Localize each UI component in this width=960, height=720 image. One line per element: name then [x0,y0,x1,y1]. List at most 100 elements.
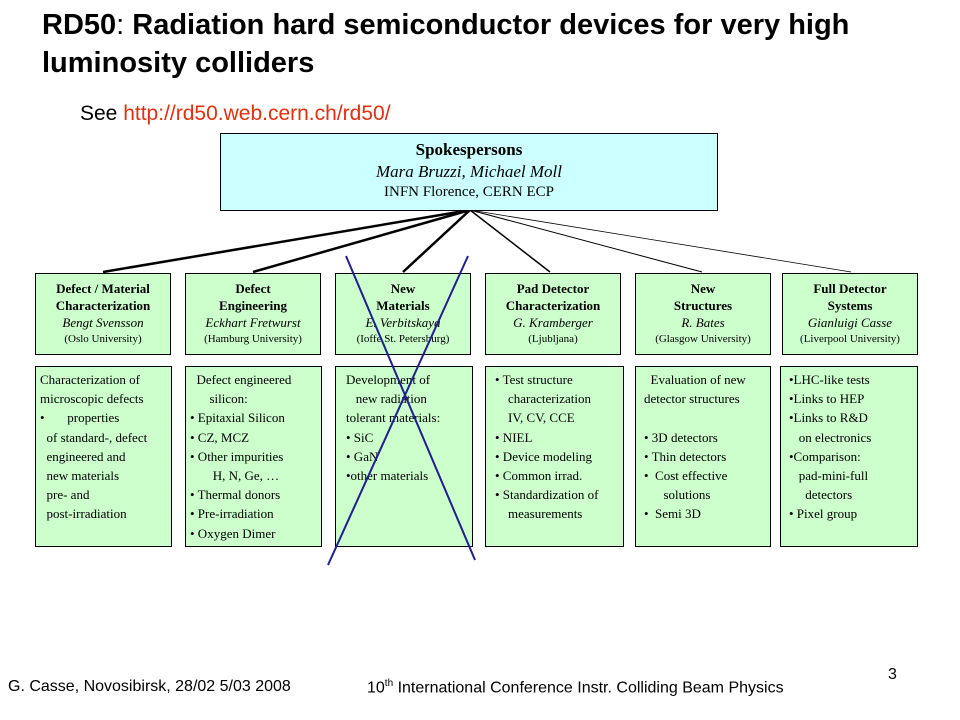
group-title: Materials [376,298,430,313]
body-line: • Semi 3D [644,506,701,522]
body-line: Characterization of [40,372,140,387]
body-line: silicon: [190,391,248,407]
footer-conference-name: International Conference Instr. Collidin… [393,679,784,697]
group-header-defect-material: Defect / Material Characterization Bengt… [35,273,171,355]
group-header-full-detector: Full Detector Systems Gianluigi Casse (L… [782,273,918,355]
group-body-new-structures: Evaluation of new detector structures • … [635,366,771,547]
body-line: • Device modeling [495,448,592,464]
group-convener: Gianluigi Casse [807,315,893,330]
connector-line [469,209,852,273]
cross-line [345,255,476,561]
body-line: Evaluation of new [644,372,746,387]
body-line: • Common irrad. [495,468,583,484]
body-line: H, N, Ge, … [190,468,280,484]
group-affiliation: (Oslo University) [64,333,142,345]
spokespersons-heading: Spokespersons [415,140,523,159]
cross-line [327,255,469,566]
group-title: New [690,281,716,296]
body-line: • CZ, MCZ [190,429,250,445]
title-colon: : [116,9,125,41]
body-line: • properties [40,410,120,426]
page-number: 3 [888,666,897,683]
group-title: New [390,281,416,296]
group-title: Structures [673,298,733,313]
footer-author: G. Casse, Novosibirsk, 28/02 5/03 2008 [8,678,291,695]
group-body-full-detector: •LHC-like tests •Links to HEP •Links to … [780,366,918,547]
body-line: measurements [495,506,583,522]
spokespersons-box: Spokespersons Mara Bruzzi, Michael Moll … [220,133,718,211]
spokespersons-names: Mara Bruzzi, Michael Moll [375,162,563,181]
footer-conference: 10th International Conference Instr. Col… [367,678,784,697]
body-line: • Oxygen Dimer [190,525,276,541]
group-title: Characterization [505,298,601,313]
body-line: new materials [40,468,120,484]
slide-title: RD50: Radiation hard semiconductor devic… [42,6,942,82]
group-title: Pad Detector [516,281,590,296]
body-line: • Cost effective [644,468,728,484]
title-rd50: RD50 [42,9,117,41]
connector-line [102,208,471,274]
body-line: •Links to HEP [789,391,865,407]
group-affiliation: (Liverpool University) [800,333,900,345]
group-title: Full Detector [813,281,887,296]
body-line: • Other impurities [190,448,284,464]
body-line: • Standardization of [495,487,599,503]
body-line: Development of [346,372,431,387]
body-line: • Pixel group [789,506,858,522]
body-line: •Comparison: [789,448,861,464]
body-line: • Test structure [495,372,573,387]
body-line: Defect engineered [190,372,292,387]
body-line: • Epitaxial Silicon [190,410,285,426]
group-convener: Eckhart Fretwurst [205,315,301,330]
body-line: • NIEL [495,429,533,445]
body-line: on electronics [789,429,872,445]
see-line: See http://rd50.web.cern.ch/rd50/ [80,102,391,126]
group-affiliation: (Hamburg University) [204,333,302,345]
group-title: Defect [235,281,271,296]
connector-line [402,209,471,273]
body-line: pad-mini-full [789,468,869,484]
body-line: characterization [495,391,591,407]
connector-line [469,209,551,273]
group-convener: E. Verbitskaya [365,315,441,330]
group-title: Characterization [55,298,151,313]
group-affiliation: (Ljubljana) [528,333,578,345]
body-line: microscopic defects [40,391,144,407]
group-header-pad-detector: Pad Detector Characterization G. Kramber… [485,273,621,355]
spokespersons-institutes: INFN Florence, CERN ECP [384,184,554,200]
body-line: • Thin detectors [644,448,727,464]
group-body-defect-material: Characterization of microscopic defects … [35,366,172,547]
body-line: detector structures [644,391,740,407]
title-rest: Radiation hard semiconductor devices for… [42,9,850,79]
group-convener: Bengt Svensson [62,315,144,330]
body-line: •LHC-like tests [789,372,870,387]
body-line: • 3D detectors [644,429,718,445]
group-title: Defect / Material [56,281,150,296]
group-title: Systems [827,298,873,313]
group-convener: R. Bates [681,315,725,330]
body-line: • Pre-irradiation [190,506,274,522]
group-title: Engineering [219,298,287,313]
body-line: engineered and [40,448,126,464]
body-line: • GaN [346,448,379,464]
group-header-new-structures: New Structures R. Bates (Glasgow Univers… [635,273,771,355]
rd50-link[interactable]: http://rd50.web.cern.ch/rd50/ [123,102,391,125]
footer-ordinal-suffix: th [384,678,394,689]
group-header-defect-engineering: Defect Engineering Eckhart Fretwurst (Ha… [185,273,321,355]
connector-line [252,208,471,274]
group-header-new-materials: New Materials E. Verbitskaya (Ioffe St. … [335,273,471,355]
body-line: • SiC [346,429,374,445]
body-line: pre- and [40,487,90,503]
group-body-defect-engineering: Defect engineered silicon: • Epitaxial S… [185,366,322,547]
body-line: IV, CV, CCE [495,410,575,426]
see-label: See [80,102,124,125]
body-line: post-irradiation [40,506,127,522]
body-line: detectors [789,487,853,503]
group-convener: G. Kramberger [513,315,593,330]
body-line: of standard-, defect [40,429,148,445]
body-line: •Links to R&D [789,410,868,426]
connector-line [469,209,703,273]
footer-ordinal: 10 [367,679,385,697]
